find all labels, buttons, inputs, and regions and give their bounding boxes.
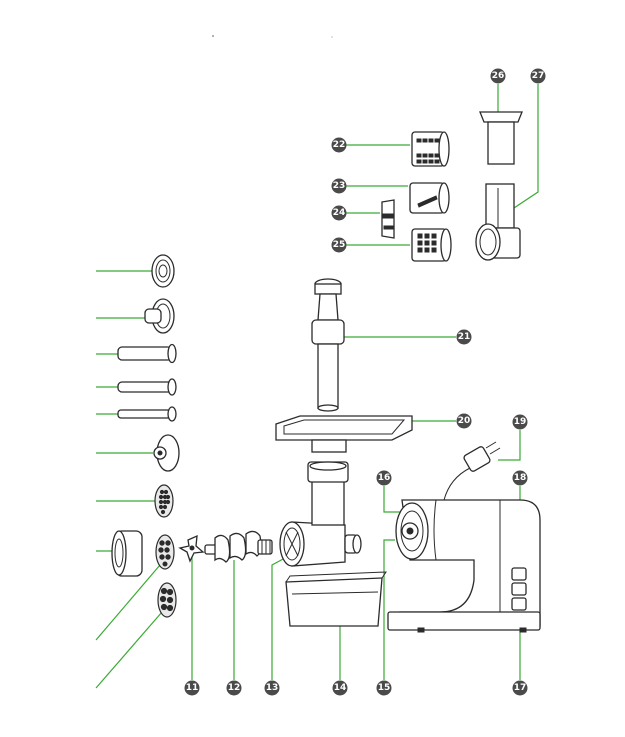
auger-screw-part xyxy=(204,530,273,563)
kibbe-attachment-part xyxy=(144,298,175,334)
callout-26: 26 xyxy=(490,68,506,84)
callout-17: 17 xyxy=(512,680,528,696)
cutting-blade-part xyxy=(178,534,205,563)
svg-text:23: 23 xyxy=(333,181,346,191)
svg-text:18: 18 xyxy=(514,473,527,483)
callout-18: 18 xyxy=(512,470,528,486)
svg-text:16: 16 xyxy=(378,473,391,483)
slicer-drum-slice-part xyxy=(409,182,450,214)
cone-attachment-part xyxy=(153,434,180,472)
collection-tray-part xyxy=(285,571,387,627)
callout-20: 20 xyxy=(456,413,472,429)
slicer-housing-part xyxy=(475,183,521,261)
svg-text:13: 13 xyxy=(266,683,279,693)
slicer-pusher-part xyxy=(479,111,523,165)
sausage-tube-small-part xyxy=(117,406,177,422)
callout-21: 21 xyxy=(456,329,472,345)
callout-27: 27 xyxy=(530,68,546,84)
power-cord-part xyxy=(443,441,501,501)
svg-text:21: 21 xyxy=(458,332,471,342)
svg-text:17: 17 xyxy=(514,683,527,693)
left-accessories xyxy=(111,254,180,618)
svg-text:19: 19 xyxy=(514,417,527,427)
callout-19: 19 xyxy=(512,414,528,430)
svg-text:20: 20 xyxy=(458,416,471,426)
callout-25: 25 xyxy=(331,237,347,253)
svg-text:26: 26 xyxy=(492,71,505,81)
svg-text:22: 22 xyxy=(333,140,346,150)
svg-text:11: 11 xyxy=(186,683,199,693)
callout-23: 23 xyxy=(331,178,347,194)
callout-15: 15 xyxy=(376,680,392,696)
svg-text:15: 15 xyxy=(378,683,391,693)
food-pusher-part xyxy=(311,278,345,412)
callout-16: 16 xyxy=(376,470,392,486)
slicer-holder-part xyxy=(381,199,395,239)
sausage-tube-large-part xyxy=(117,343,177,364)
callout-14: 14 xyxy=(332,680,348,696)
callout-12: 12 xyxy=(226,680,242,696)
svg-text:27: 27 xyxy=(532,71,545,81)
callout-24: 24 xyxy=(331,205,347,221)
medium-cutting-plate-part xyxy=(155,534,175,570)
callout-11: 11 xyxy=(184,680,200,696)
sausage-tube-medium-part xyxy=(117,378,177,396)
slicer-drum-fine-part xyxy=(411,131,450,167)
svg-text:24: 24 xyxy=(333,208,346,218)
fine-cutting-plate-part xyxy=(154,484,174,518)
svg-text:14: 14 xyxy=(334,683,347,693)
svg-text:12: 12 xyxy=(228,683,241,693)
hopper-tray-part xyxy=(275,415,413,453)
grinder-head-part xyxy=(279,461,362,567)
callout-22: 22 xyxy=(331,137,347,153)
motor-base-part xyxy=(387,499,541,633)
callout-13: 13 xyxy=(264,680,280,696)
locking-ring-part xyxy=(111,530,143,577)
svg-text:25: 25 xyxy=(333,240,346,250)
slicer-drum-coarse-part xyxy=(411,228,452,262)
seal-ring-part xyxy=(151,254,175,288)
coarse-cutting-plate-part xyxy=(157,582,177,618)
